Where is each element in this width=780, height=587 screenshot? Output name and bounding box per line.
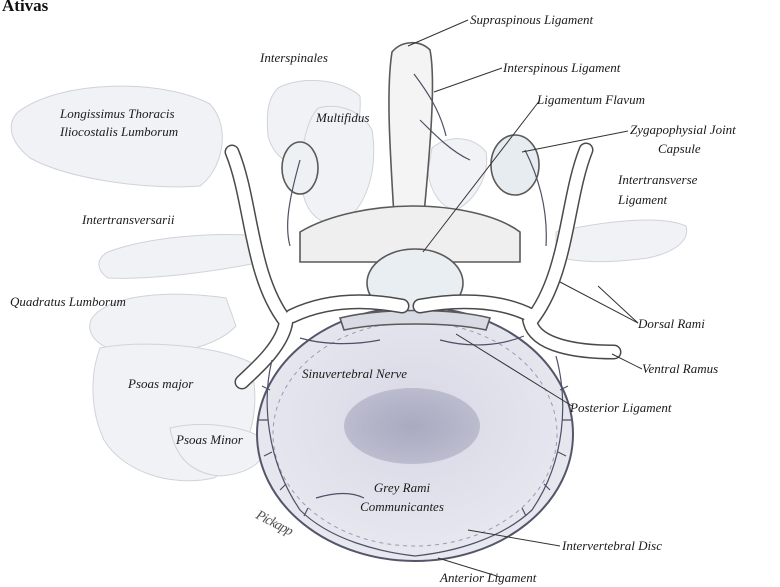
label-intertransversarii: Intertransversarii <box>82 212 174 227</box>
label-ventral-ramus: Ventral Ramus <box>642 361 718 376</box>
label-ligamentum-flavum: Ligamentum Flavum <box>537 92 645 107</box>
nucleus-pulposus <box>344 388 480 464</box>
intertransversarii-left <box>99 235 262 279</box>
label-multifidus: Multifidus <box>316 110 369 125</box>
label-grey-rami-2: Communicantes <box>342 499 462 514</box>
label-interspinous-ligament: Interspinous Ligament <box>503 60 620 75</box>
label-intervertebral-disc: Intervertebral Disc <box>562 538 662 553</box>
label-psoas-major: Psoas major <box>128 376 193 391</box>
label-sinuvertebral-nerve: Sinuvertebral Nerve <box>302 366 407 381</box>
label-posterior-ligament: Posterior Ligament <box>570 400 671 415</box>
label-zygapophysial-joint-capsule-2: Capsule <box>658 141 701 156</box>
label-zygapophysial-joint-capsule-1: Zygapophysial Joint <box>630 122 736 137</box>
label-supraspinous-ligament: Supraspinous Ligament <box>470 12 593 27</box>
label-psoas-minor: Psoas Minor <box>176 432 243 447</box>
label-longissimus-thoracis: Longissimus Thoracis <box>60 106 175 121</box>
multifidus-muscle-right <box>428 139 487 210</box>
label-dorsal-rami: Dorsal Rami <box>638 316 705 331</box>
spinous-process <box>389 43 433 216</box>
label-interspinales: Interspinales <box>260 50 328 65</box>
intervertebral-disc <box>257 307 573 561</box>
label-iliocostalis-lumborum: Iliocostalis Lumborum <box>60 124 178 139</box>
intertransverse-right <box>556 220 687 262</box>
page-header: Ativas <box>2 0 48 16</box>
label-quadratus-lumborum: Quadratus Lumborum <box>10 294 126 309</box>
label-intertransverse-ligament-1: Intertransverse <box>618 172 697 187</box>
facet-joint-left <box>282 142 318 194</box>
label-intertransverse-ligament-2: Ligament <box>618 192 667 207</box>
label-anterior-ligament: Anterior Ligament <box>440 570 536 585</box>
label-grey-rami-1: Grey Rami <box>352 480 452 495</box>
